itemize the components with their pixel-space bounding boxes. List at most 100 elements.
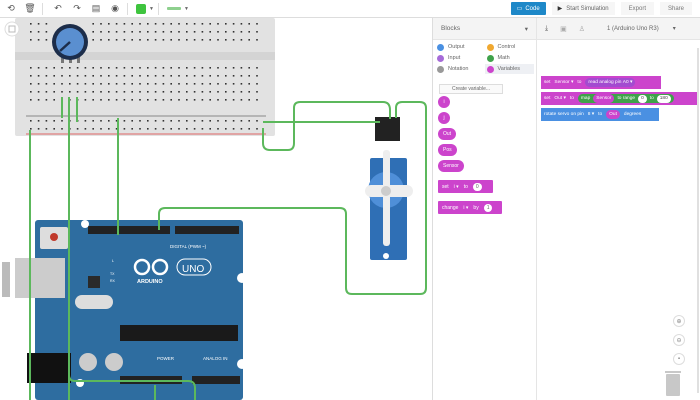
breadboard-hole[interactable] bbox=[147, 99, 149, 101]
breadboard-hole[interactable] bbox=[178, 39, 180, 41]
breadboard-hole[interactable] bbox=[248, 83, 250, 85]
breadboard-hole[interactable] bbox=[162, 91, 165, 93]
breadboard-hole[interactable] bbox=[256, 23, 258, 25]
breadboard-hole[interactable] bbox=[201, 23, 204, 25]
breadboard-hole[interactable] bbox=[76, 128, 79, 130]
breadboard-hole[interactable] bbox=[123, 23, 126, 25]
breadboard-hole[interactable] bbox=[225, 128, 227, 130]
pin-dropdown[interactable]: A0 ▾ bbox=[622, 80, 633, 85]
undo-icon[interactable]: ↶ bbox=[54, 3, 62, 13]
breadboard-hole[interactable] bbox=[154, 67, 157, 69]
breadboard-hole[interactable] bbox=[53, 120, 55, 122]
breadboard-hole[interactable] bbox=[37, 31, 40, 33]
variable-sensor[interactable]: Sensor bbox=[438, 160, 464, 172]
breadboard-hole[interactable] bbox=[53, 99, 55, 101]
breadboard-hole[interactable] bbox=[139, 120, 141, 122]
library-icon[interactable]: ▣ bbox=[560, 25, 567, 33]
wire-type-swatch[interactable] bbox=[166, 7, 181, 10]
breadboard-hole[interactable] bbox=[154, 128, 157, 130]
breadboard-hole[interactable] bbox=[170, 120, 172, 122]
breadboard-hole[interactable] bbox=[225, 99, 227, 101]
chevron-down-icon[interactable]: ▼ bbox=[183, 5, 189, 12]
breadboard-hole[interactable] bbox=[115, 83, 118, 85]
breadboard-hole[interactable] bbox=[115, 23, 118, 25]
variable-dropdown[interactable]: i ▾ bbox=[463, 204, 469, 211]
fit-button[interactable]: ▪ bbox=[673, 353, 685, 365]
breadboard-hole[interactable] bbox=[170, 67, 172, 69]
breadboard-hole[interactable] bbox=[154, 83, 157, 85]
breadboard-hole[interactable] bbox=[131, 67, 133, 69]
breadboard-hole[interactable] bbox=[123, 67, 126, 69]
breadboard-hole[interactable] bbox=[100, 128, 102, 130]
breadboard-hole[interactable] bbox=[76, 75, 79, 77]
breadboard-hole[interactable] bbox=[193, 91, 196, 93]
breadboard-hole[interactable] bbox=[131, 99, 133, 101]
breadboard-hole[interactable] bbox=[115, 75, 118, 77]
servo-motor[interactable] bbox=[365, 117, 413, 260]
breadboard-hole[interactable] bbox=[186, 23, 188, 25]
breadboard-hole[interactable] bbox=[256, 83, 258, 85]
breadboard-hole[interactable] bbox=[232, 83, 235, 85]
breadboard-hole[interactable] bbox=[147, 120, 149, 122]
breadboard-hole[interactable] bbox=[131, 120, 133, 122]
range-low-input[interactable]: 0 bbox=[638, 94, 647, 103]
variable-out[interactable]: Out bbox=[438, 128, 457, 140]
breadboard-hole[interactable] bbox=[178, 23, 180, 25]
breadboard-hole[interactable] bbox=[30, 83, 32, 85]
breadboard-hole[interactable] bbox=[92, 75, 94, 77]
breadboard-hole[interactable] bbox=[170, 99, 172, 101]
breadboard-hole[interactable] bbox=[45, 99, 48, 101]
breadboard-hole[interactable] bbox=[53, 91, 55, 93]
breadboard-hole[interactable] bbox=[30, 99, 32, 101]
breadboard-hole[interactable] bbox=[232, 99, 235, 101]
breadboard-hole[interactable] bbox=[162, 75, 165, 77]
breadboard-hole[interactable] bbox=[170, 39, 172, 41]
breadboard-hole[interactable] bbox=[248, 39, 250, 41]
workspace-scrollbar[interactable] bbox=[697, 48, 699, 393]
breadboard-hole[interactable] bbox=[186, 67, 188, 69]
map-block[interactable]: map Sensor to range 0 to 180 bbox=[577, 94, 674, 103]
breadboard-hole[interactable] bbox=[84, 75, 87, 77]
breadboard-hole[interactable] bbox=[240, 99, 243, 101]
breadboard-hole[interactable] bbox=[115, 91, 118, 93]
notes-icon[interactable]: ▤ bbox=[91, 3, 101, 13]
category-notation[interactable]: Notation bbox=[435, 64, 485, 74]
breadboard-hole[interactable] bbox=[84, 120, 87, 122]
breadboard-hole[interactable] bbox=[92, 83, 94, 85]
breadboard-hole[interactable] bbox=[193, 23, 196, 25]
breadboard-hole[interactable] bbox=[232, 31, 235, 33]
breadboard-hole[interactable] bbox=[147, 128, 149, 130]
breadboard-hole[interactable] bbox=[108, 83, 110, 85]
view-icon[interactable]: ◉ bbox=[111, 3, 119, 13]
breadboard-hole[interactable] bbox=[45, 31, 48, 33]
breadboard-hole[interactable] bbox=[217, 99, 219, 101]
breadboard-hole[interactable] bbox=[217, 23, 219, 25]
breadboard-hole[interactable] bbox=[248, 23, 250, 25]
breadboard-hole[interactable] bbox=[108, 39, 110, 41]
breadboard-hole[interactable] bbox=[61, 91, 63, 93]
breadboard-hole[interactable] bbox=[123, 99, 126, 101]
breadboard-hole[interactable] bbox=[147, 75, 149, 77]
breadboard-hole[interactable] bbox=[217, 91, 219, 93]
breadboard-hole[interactable] bbox=[61, 67, 63, 69]
breadboard-hole[interactable] bbox=[115, 99, 118, 101]
breadboard-hole[interactable] bbox=[69, 83, 71, 85]
breadboard-hole[interactable] bbox=[209, 128, 211, 130]
start-simulation-button[interactable]: ▶ Start Simulation bbox=[551, 2, 615, 15]
breadboard-hole[interactable] bbox=[193, 128, 196, 130]
breadboard-hole[interactable] bbox=[162, 31, 165, 33]
breadboard-hole[interactable] bbox=[139, 67, 141, 69]
breadboard-hole[interactable] bbox=[115, 39, 118, 41]
code-workspace[interactable]: ⤓ ▣ ♙ 1 (Arduino Uno R3) ▾ set Sensor ▾ … bbox=[537, 18, 700, 400]
breadboard-hole[interactable] bbox=[92, 39, 94, 41]
breadboard-hole[interactable] bbox=[209, 120, 211, 122]
circuit-canvas[interactable]: ARDUINO UNO DIGITAL (PWM ~) POWER ANALOG… bbox=[0, 18, 432, 400]
breadboard-hole[interactable] bbox=[37, 120, 40, 122]
category-control[interactable]: Control bbox=[485, 42, 535, 52]
breadboard-hole[interactable] bbox=[225, 83, 227, 85]
breadboard-hole[interactable] bbox=[256, 31, 258, 33]
breadboard-hole[interactable] bbox=[170, 91, 172, 93]
breadboard-hole[interactable] bbox=[115, 128, 118, 130]
pin-dropdown[interactable]: 8 ▾ bbox=[587, 112, 595, 117]
breadboard-hole[interactable] bbox=[154, 99, 157, 101]
